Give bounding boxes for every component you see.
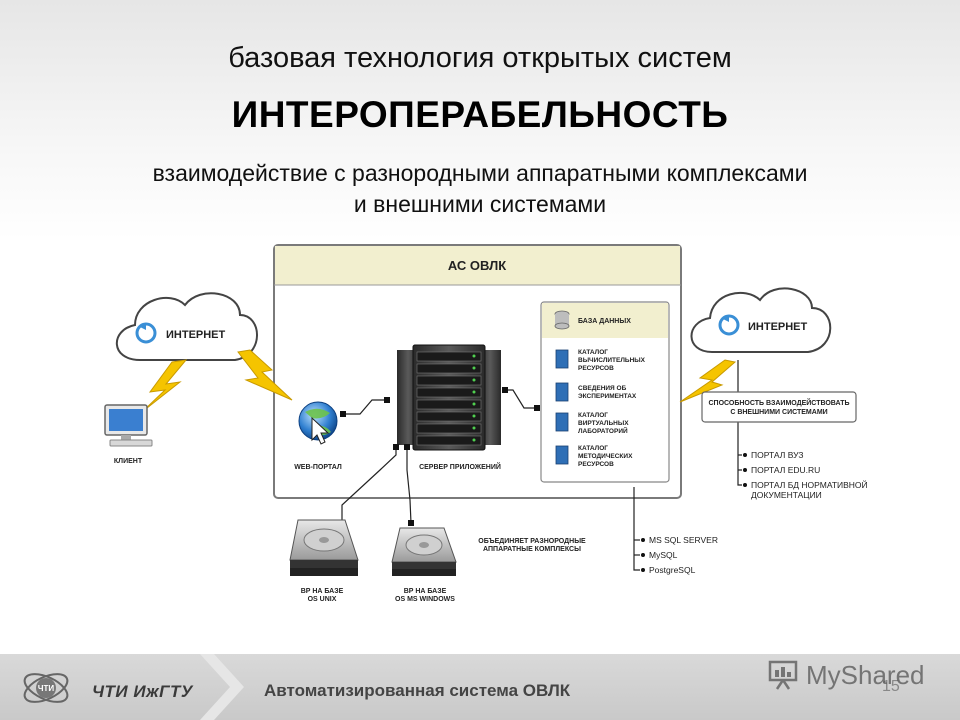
db-item-line: КАТАЛОГ <box>578 445 608 452</box>
db-item-line: РЕСУРСОВ <box>578 461 614 468</box>
hard-drive-icon <box>391 527 457 576</box>
db-item-line: КАТАЛОГ <box>578 349 608 356</box>
external-system-item: ПОРТАЛ БД НОРМАТИВНОЙ <box>751 479 868 490</box>
app-server-label: СЕРВЕР ПРИЛОЖЕНИЙ <box>419 462 501 471</box>
db-item: КАТАЛОГ ВИРТУАЛЬНЫХ ЛАБОРАТОРИЙ <box>555 412 629 435</box>
presentation-icon <box>768 660 798 690</box>
hardware-note-line-1: ОБЪЕДИНЯЕТ РАЗНОРОДНЫЕ <box>478 538 586 545</box>
vr-windows-line-2: OS MS WINDOWS <box>395 596 455 603</box>
database-panel: БАЗА ДАННЫХ <box>540 301 670 483</box>
db-engine-item: PostgreSQL <box>649 565 696 575</box>
db-item: КАТАЛОГ ВЫЧИСЛИТЕЛЬНЫХ РЕСУРСОВ <box>555 349 646 372</box>
db-engine-item: MySQL <box>649 550 678 560</box>
client-label: КЛИЕНТ <box>114 458 143 465</box>
institute-logo: ЧТИ <box>23 673 69 703</box>
interop-line-1: СПОСОБНОСТЬ ВЗАИМОДЕЙСТВОВАТЬ <box>708 398 849 407</box>
client-computer-icon <box>104 404 153 447</box>
external-system-item: ДОКУМЕНТАЦИИ <box>751 490 822 500</box>
slide-description: взаимодействие с разнородными аппаратным… <box>0 158 960 220</box>
footer-bar <box>0 654 960 720</box>
slide-subtitle: базовая технология открытых систем <box>228 42 732 74</box>
footer-chevron <box>200 654 244 720</box>
db-item-line: КАТАЛОГ <box>578 412 608 419</box>
watermark-text: MyShared <box>806 660 925 690</box>
external-systems-list: ПОРТАЛ ВУЗ ПОРТАЛ EDU.RU ПОРТАЛ БД НОРМА… <box>743 450 868 500</box>
internet-cloud-left: ИНТЕРНЕТ <box>115 292 258 361</box>
hardware-note-line-2: АППАРАТНЫЕ КОМПЛЕКСЫ <box>483 546 581 553</box>
logo-text: ЧТИ <box>38 684 55 693</box>
footer-system-name: Автоматизированная система ОВЛК <box>264 681 571 700</box>
external-system-item: ПОРТАЛ EDU.RU <box>751 465 820 475</box>
internet-left-label: ИНТЕРНЕТ <box>166 329 226 341</box>
database-title: БАЗА ДАННЫХ <box>578 318 631 325</box>
database-icon <box>554 310 570 330</box>
hard-drive-icon <box>289 519 359 576</box>
db-engines-list: MS SQL SERVER MySQL PostgreSQL <box>641 535 718 575</box>
internet-right-label: ИНТЕРНЕТ <box>748 321 808 333</box>
interop-line-2: С ВНЕШНИМИ СИСТЕМАМИ <box>730 409 827 416</box>
description-line-1: взаимодействие с разнородными аппаратным… <box>152 160 808 186</box>
vr-windows-line-1: ВР НА БАЗЕ <box>404 588 447 595</box>
architecture-diagram: АС ОВЛК ИНТЕРНЕТ ИНТЕРНЕТ КЛИЕНТ <box>104 244 868 603</box>
external-system-item: ПОРТАЛ ВУЗ <box>751 450 803 460</box>
db-engine-item: MS SQL SERVER <box>649 535 718 545</box>
lightning-icon <box>237 349 293 401</box>
db-item-line: ЭКСПЕРИМЕНТАХ <box>578 393 637 400</box>
web-portal-globe-icon <box>298 401 338 445</box>
description-line-2: и внешними системами <box>353 191 607 217</box>
db-item-line: ВИРТУАЛЬНЫХ <box>578 420 629 427</box>
system-title: АС ОВЛК <box>448 258 506 273</box>
refresh-icon <box>135 322 157 344</box>
page-number: 15 <box>882 678 900 695</box>
db-item-line: СВЕДЕНИЯ ОБ <box>578 385 627 392</box>
db-item-line: МЕТОДИЧЕСКИХ <box>578 453 633 460</box>
refresh-icon <box>718 314 740 336</box>
lightning-icon <box>141 359 188 413</box>
slide-title: ИНТЕРОПЕРАБЕЛЬНОСТЬ <box>231 94 729 135</box>
internet-cloud-right: ИНТЕРНЕТ <box>690 287 832 353</box>
db-item-line: ВЫЧИСЛИТЕЛЬНЫХ <box>578 357 646 364</box>
lightning-icon <box>679 359 737 403</box>
db-item-line: РЕСУРСОВ <box>578 365 614 372</box>
vr-unix-line-2: OS UNIX <box>308 596 337 603</box>
vr-unix-line-1: ВР НА БАЗЕ <box>301 588 344 595</box>
interop-box: СПОСОБНОСТЬ ВЗАИМОДЕЙСТВОВАТЬ С ВНЕШНИМИ… <box>701 391 857 423</box>
application-server-icon <box>397 344 501 451</box>
footer-organization: ЧТИ ИжГТУ <box>92 682 193 701</box>
db-item-line: ЛАБОРАТОРИЙ <box>578 426 628 435</box>
web-portal-label: WEB-ПОРТАЛ <box>294 464 342 471</box>
watermark: MyShared <box>768 658 928 694</box>
db-item: КАТАЛОГ МЕТОДИЧЕСКИХ РЕСУРСОВ <box>555 445 633 468</box>
db-item: СВЕДЕНИЯ ОБ ЭКСПЕРИМЕНТАХ <box>555 382 637 402</box>
